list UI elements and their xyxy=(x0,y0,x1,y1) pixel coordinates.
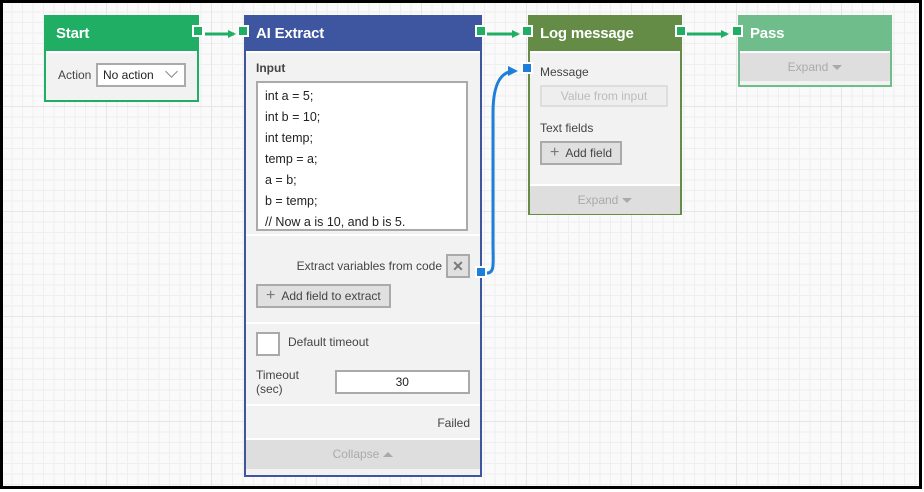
add-field-label: Add field xyxy=(565,146,613,160)
add-field-to-extract-label: Add field to extract xyxy=(281,289,381,303)
timeout-label: Timeout (sec) xyxy=(256,368,299,396)
expand-button[interactable]: Expand xyxy=(530,186,680,214)
default-timeout-checkbox[interactable] xyxy=(256,332,280,356)
log-message-node-header[interactable]: Log message xyxy=(530,17,680,51)
code-line: // Now a is 10, and b is 5. xyxy=(265,215,406,229)
pass-input-port[interactable] xyxy=(731,25,743,37)
start-node-body: Action No action xyxy=(46,51,197,100)
log-message-node[interactable]: Log message Message Value from input Tex… xyxy=(528,15,682,215)
caret-up-icon xyxy=(383,452,394,458)
code-line: a = b; xyxy=(265,173,297,187)
data-edge-extract-to-message[interactable] xyxy=(486,66,518,275)
extract-variables-output-port[interactable] xyxy=(475,266,487,278)
code-line: temp = a; xyxy=(265,152,318,166)
caret-down-icon xyxy=(622,198,633,204)
default-timeout-label: Default timeout xyxy=(288,335,369,349)
log-message-node-title: Log message xyxy=(540,25,634,42)
start-node[interactable]: Start Action No action xyxy=(44,15,199,102)
message-value-input[interactable]: Value from input xyxy=(540,85,668,107)
log-message-input-port[interactable] xyxy=(521,25,533,37)
message-section: Message Value from input Text fields + A… xyxy=(530,53,680,186)
extract-variables-label: Extract variables from code xyxy=(296,259,442,273)
collapse-button[interactable]: Collapse xyxy=(246,440,480,469)
input-label: Input xyxy=(256,61,286,75)
action-select[interactable]: No action xyxy=(96,63,186,87)
pass-expand-button[interactable]: Expand xyxy=(740,53,890,81)
pass-node[interactable]: Pass Expand xyxy=(738,15,892,87)
code-line: int a = 5; xyxy=(265,89,314,103)
chevron-down-icon xyxy=(165,65,178,78)
close-icon: ✕ xyxy=(452,258,464,274)
pass-node-header[interactable]: Pass xyxy=(740,17,890,51)
text-fields-label: Text fields xyxy=(540,121,594,135)
plus-icon: + xyxy=(550,144,560,161)
code-line: b = temp; xyxy=(265,194,318,208)
action-label: Action xyxy=(58,68,92,82)
ai-extract-node[interactable]: AI Extract Input int a = 5; int b = 10; … xyxy=(244,15,482,477)
pass-node-body: Expand xyxy=(740,51,890,81)
log-message-node-body: Message Value from input Text fields + A… xyxy=(530,51,680,214)
start-node-title: Start xyxy=(56,25,90,42)
code-input[interactable]: int a = 5; int b = 10; int temp; temp = … xyxy=(256,81,468,231)
collapse-label: Collapse xyxy=(332,447,380,461)
log-message-output-port[interactable] xyxy=(675,25,687,37)
timeout-section: Default timeout Timeout (sec) 30 xyxy=(246,324,480,406)
add-field-button[interactable]: + Add field xyxy=(540,141,623,165)
extract-variables-section: Extract variables from code ✕ + Add fiel… xyxy=(246,236,480,324)
add-field-to-extract-button[interactable]: + Add field to extract xyxy=(256,284,391,308)
start-node-header[interactable]: Start xyxy=(46,17,197,51)
code-line: int b = 10; xyxy=(265,110,321,124)
code-line: int temp; xyxy=(265,131,313,145)
ai-extract-output-port[interactable] xyxy=(475,25,487,37)
caret-down-icon xyxy=(832,65,843,71)
expand-label: Expand xyxy=(577,193,619,207)
pass-node-title: Pass xyxy=(750,25,785,42)
remove-extract-button[interactable]: ✕ xyxy=(446,254,470,278)
ai-extract-node-header[interactable]: AI Extract xyxy=(246,17,480,51)
input-section: Input int a = 5; int b = 10; int temp; t… xyxy=(246,53,480,236)
ai-extract-node-body: Input int a = 5; int b = 10; int temp; t… xyxy=(246,51,480,469)
plus-icon: + xyxy=(266,287,276,304)
timeout-input[interactable]: 30 xyxy=(334,370,470,394)
message-label: Message xyxy=(540,65,589,79)
ai-extract-node-title: AI Extract xyxy=(256,25,325,42)
message-input-port[interactable] xyxy=(521,62,533,74)
failed-label: Failed xyxy=(437,416,470,430)
failed-output-section: Failed xyxy=(246,406,480,440)
pass-expand-label: Expand xyxy=(787,60,829,74)
start-output-port[interactable] xyxy=(192,25,204,37)
ai-extract-input-port[interactable] xyxy=(237,25,249,37)
action-select-value: No action xyxy=(103,68,154,82)
